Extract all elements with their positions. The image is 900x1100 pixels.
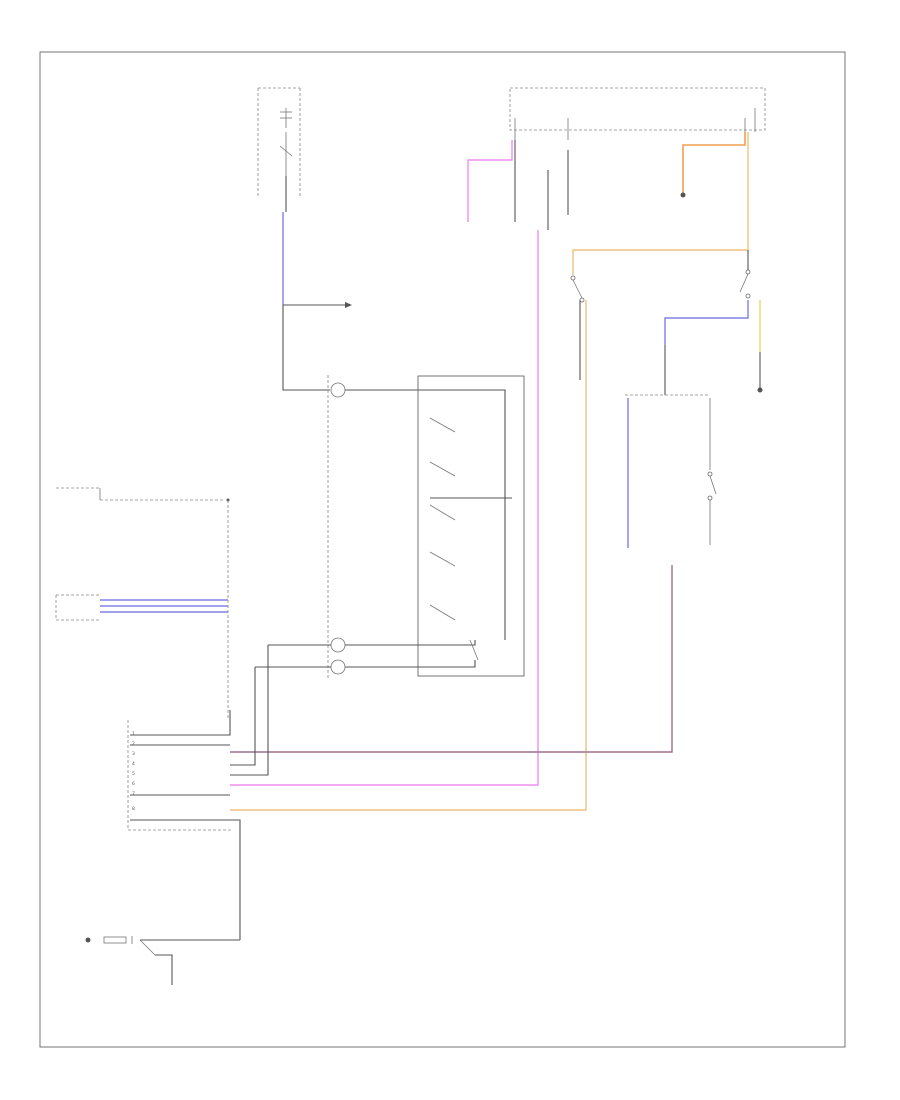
fuse-block-left [257,87,301,196]
sw-fn-4 [429,551,456,567]
speed-control-switch [417,375,525,677]
fuse-block-right [509,87,766,140]
diagram-frame [39,51,846,1048]
module-pin-2: 2 [132,741,135,747]
module-pin-4: 4 [132,761,135,767]
ground-symbol [757,387,763,393]
battery [85,936,240,985]
ground-symbol-2 [680,192,686,198]
module-pin-6: 6 [132,781,135,787]
module-pin-8: 8 [132,806,135,812]
vehicle-speed-sensor [56,487,230,502]
instrument-cluster [55,594,100,621]
clutch-switch [739,250,751,299]
module-pin-3: 3 [132,751,135,757]
clock-spring [327,375,346,680]
module-pin-5: 5 [132,771,135,777]
module-pin-7: 7 [132,791,135,797]
clutch-pedal-switch [625,394,717,545]
splice-arrow [345,302,352,308]
sw-fn-5 [429,604,456,621]
speed-control-module: 1 2 3 4 5 6 7 8 [127,710,241,940]
brake-switch [570,275,585,303]
module-pin-1: 1 [132,731,135,737]
sw-fn-3 [429,497,512,521]
sw-fn-1 [429,417,456,433]
sw-fn-2 [429,461,456,477]
